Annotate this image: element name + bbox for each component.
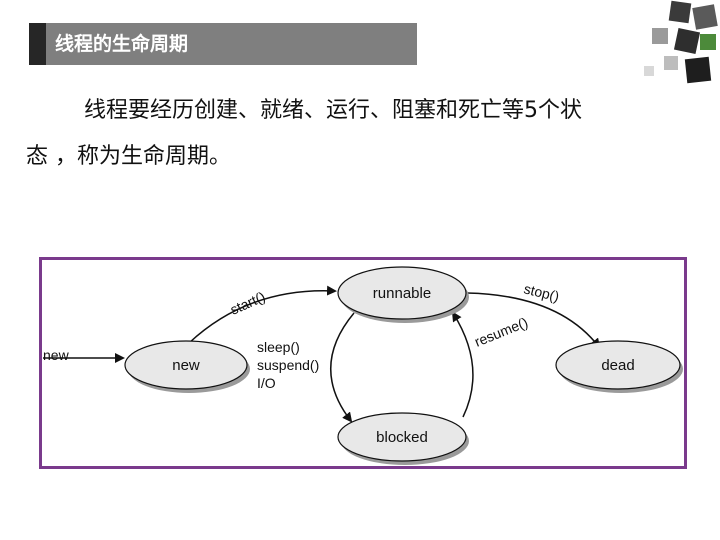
thread-lifecycle-diagram: new runnable blocked dead new start() st… <box>39 257 687 469</box>
block-label-sleep: sleep() <box>257 339 300 355</box>
title-accent-block <box>29 23 46 65</box>
body-line-2: 态 ，称为生命周期。 <box>26 134 716 180</box>
slide-title-bar: 线程的生命周期 <box>29 23 417 65</box>
decorative-squares <box>630 0 720 90</box>
body-line-1: 线程要经历创建、就绪、运行、阻塞和死亡等5个状 <box>26 88 716 134</box>
state-runnable-label: runnable <box>373 285 431 302</box>
slide-title: 线程的生命周期 <box>55 23 188 65</box>
block-label-suspend: suspend() <box>257 357 319 373</box>
block-label-io: I/O <box>257 375 276 391</box>
body-paragraph: 线程要经历创建、就绪、运行、阻塞和死亡等5个状 态 ，称为生命周期。 <box>26 88 716 180</box>
state-dead-label: dead <box>601 357 634 374</box>
entry-label: new <box>43 347 70 363</box>
state-new-label: new <box>172 357 200 374</box>
state-blocked-label: blocked <box>376 429 428 446</box>
